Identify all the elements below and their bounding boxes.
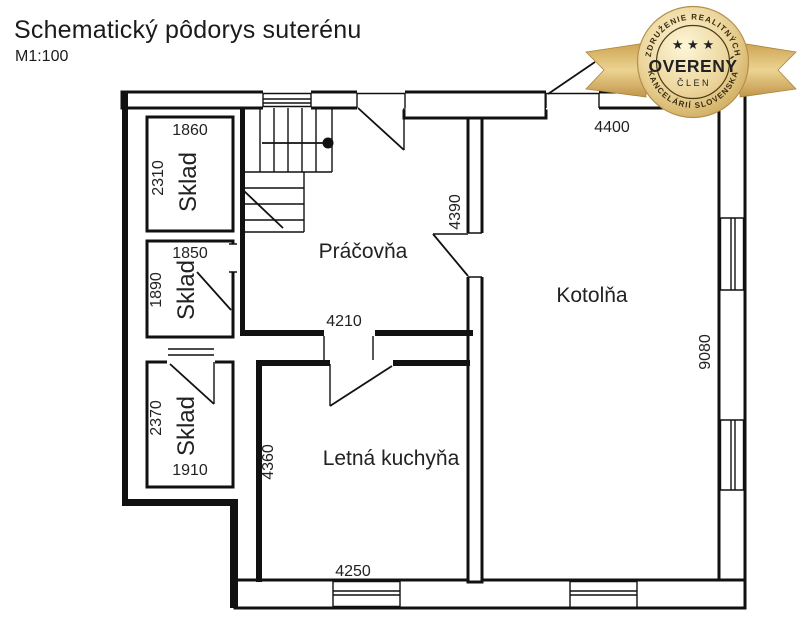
wall-kuchyna-top-b xyxy=(393,360,470,366)
staircase-landing-dot xyxy=(322,137,334,149)
wall-divider-pracovna-kotolna xyxy=(466,98,484,584)
badge-member-text: ČLEN xyxy=(677,78,711,88)
wall-pracovna-bottom-b xyxy=(375,330,473,336)
labels: 1860 2310 Sklad 1850 1890 Sklad 2370 Skl… xyxy=(148,119,714,580)
room-label-sklad-top: Sklad xyxy=(175,152,202,212)
dim-pracovna-width: 4210 xyxy=(326,313,362,330)
dim-sklad-top-height: 2310 xyxy=(150,160,167,196)
inner-walls xyxy=(145,90,548,584)
room-label-sklad-middle: Sklad xyxy=(173,260,200,320)
door-sklad-bottom xyxy=(167,359,215,405)
dim-sklad-middle-width: 1850 xyxy=(172,245,208,262)
door-top-kotolna xyxy=(545,61,600,110)
window-bottom-kuchyna xyxy=(332,580,401,608)
badge-ribbon-left xyxy=(585,42,647,98)
dim-sklad-middle-height: 1890 xyxy=(148,272,165,308)
badge-stars: ★ ★ ★ xyxy=(672,37,714,52)
wall-pracovna-bottom-a xyxy=(240,330,324,336)
door-top-pracovna xyxy=(356,90,406,151)
door-stair-corridor xyxy=(242,189,284,229)
scale-label: M1:100 xyxy=(15,48,69,65)
wall-left-jog-horizontal xyxy=(122,499,236,506)
page-title: Schematický pôdorys suterénu xyxy=(14,16,362,44)
wall-left xyxy=(122,92,128,505)
door-pracovna-kuchyna xyxy=(323,336,393,407)
wall-left-jog-vertical xyxy=(230,499,238,608)
windows xyxy=(262,90,745,608)
badge-seal-circle xyxy=(636,5,750,119)
door-corridor-lower xyxy=(168,348,214,356)
room-label-sklad-bottom: Sklad xyxy=(173,396,200,456)
room-label-kuchyna: Letná kuchyňa xyxy=(323,447,460,470)
badge-inner-ring xyxy=(655,24,731,100)
wall-right xyxy=(717,90,747,610)
room-sklad-middle-walls xyxy=(145,239,235,339)
dim-sklad-top-width: 1860 xyxy=(172,122,208,139)
window-bottom-kotolna xyxy=(569,580,638,607)
wall-top-center-block xyxy=(402,90,548,120)
staircase xyxy=(244,108,334,233)
wall-bottom xyxy=(233,578,747,610)
wall-kuchyna-left xyxy=(256,360,262,582)
door-sklad-middle xyxy=(196,243,237,311)
badge: ZDRUŽENIE REALITNÝCH KANCELÁRIÍ SLOVENSK… xyxy=(585,5,797,119)
room-label-pracovna: Práčovňa xyxy=(319,240,408,263)
dim-kotolna-width: 4400 xyxy=(594,119,630,136)
dim-kotolna-height: 9080 xyxy=(697,334,714,370)
doors xyxy=(167,61,600,407)
window-top-stairs xyxy=(262,90,312,110)
window-right-lower xyxy=(719,419,745,491)
badge-ribbon-right xyxy=(739,42,797,98)
wall-kuchyna-top-a xyxy=(256,360,330,366)
dim-sklad-bottom-width: 1910 xyxy=(172,462,208,479)
dim-sklad-bottom-height: 2370 xyxy=(148,400,165,436)
badge-status-text: OVERENÝ xyxy=(648,55,737,76)
wall-pracovna-left xyxy=(240,107,245,334)
door-pracovna-kotolna xyxy=(432,232,485,278)
room-label-kotolna: Kotolňa xyxy=(556,284,628,307)
dim-pracovna-height: 4390 xyxy=(447,194,464,230)
dim-kuchyna-width: 4250 xyxy=(335,563,371,580)
room-sklad-top-walls xyxy=(145,115,235,233)
window-right-upper xyxy=(719,217,745,291)
dim-kuchyna-height: 4360 xyxy=(260,444,277,480)
